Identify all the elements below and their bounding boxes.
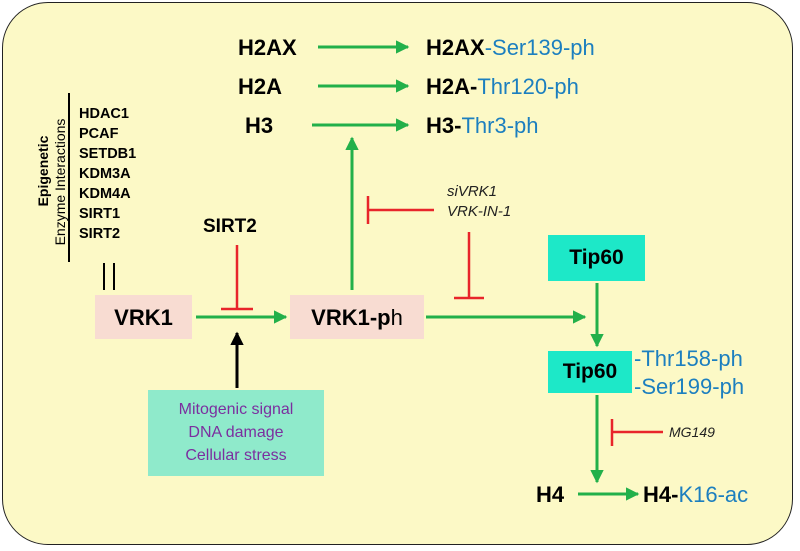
histone-h3: H3 (245, 113, 274, 138)
enzyme-item: SIRT1 (79, 206, 121, 222)
vrk1-label: VRK1 (114, 305, 173, 330)
signal-item: DNA damage (188, 424, 284, 441)
h2a-modification: Thr120-ph (477, 74, 579, 99)
histone-h3-mod: H3-Thr3-ph (426, 113, 539, 139)
tip60-top-box (548, 235, 645, 281)
vrk1ph-suffix: h (390, 305, 403, 330)
sirt2-label: SIRT2 (203, 216, 257, 237)
inhibitor-mg149: MG149 (669, 424, 715, 440)
enzyme-item: KDM4A (79, 186, 131, 202)
histone-h4-mod: H4-K16-ac (643, 482, 748, 508)
tip60-mod-thr158: -Thr158-ph (634, 346, 743, 371)
vrk1ph-main: VRK1-p (311, 305, 391, 330)
histone-h2a: H2A (238, 74, 283, 99)
signals-box (148, 390, 324, 476)
enzyme-item: KDM3A (79, 166, 131, 182)
h4-prefix: H4- (643, 482, 679, 507)
epigenetic-label: Epigenetic (35, 135, 51, 207)
h3-modification: Thr3-ph (461, 113, 539, 138)
tip60-mid-box (548, 351, 632, 393)
enzyme-item: HDAC1 (79, 106, 129, 122)
enzyme-item: SETDB1 (79, 146, 137, 162)
enzyme-interactions-label: Enzyme Interactions (52, 118, 68, 246)
signal-item: Cellular stress (185, 447, 287, 464)
tip60-mid-label: Tip60 (562, 360, 618, 383)
h4-modification: K16-ac (678, 482, 749, 507)
vrk1-box (95, 295, 192, 339)
inhibitor-vrk-in-1: VRK-IN-1 (447, 203, 512, 220)
h2a-prefix: H2A- (426, 74, 478, 99)
vrk1ph-label: VRK1-ph (290, 305, 424, 331)
histone-h2a-mod: H2A-Thr120-ph (426, 74, 579, 100)
h3-prefix: H3- (426, 113, 462, 138)
tip60-top-label: Tip60 (569, 246, 624, 269)
histone-h2ax-mod: H2AX-Ser139-ph (426, 35, 595, 61)
enzyme-list: HDAC1 PCAF SETDB1 KDM3A KDM4A SIRT1 SIRT… (79, 104, 136, 244)
tip60-mod-ser199: -Ser199-ph (634, 374, 745, 399)
histone-h2ax: H2AX (238, 35, 297, 60)
enzyme-item: PCAF (79, 126, 119, 142)
h2ax-modification: -Ser139-ph (484, 35, 595, 60)
enzyme-item: SIRT2 (79, 226, 121, 242)
signal-item: Mitogenic signal (178, 401, 294, 418)
vrk1ph-box (290, 295, 424, 339)
signals-list: Mitogenic signal DNA damage Cellular str… (148, 398, 324, 467)
histone-h4: H4 (536, 482, 565, 507)
h2ax-prefix: H2AX (426, 35, 485, 60)
inhibitor-sivrk1: siVRK1 (447, 183, 498, 200)
